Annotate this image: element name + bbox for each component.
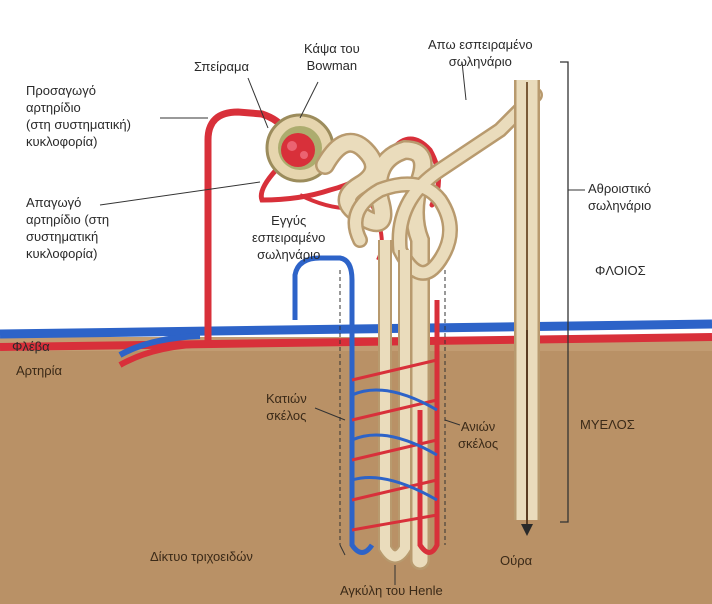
label-artery: Αρτηρία [16,362,62,379]
label-vein: Φλέβα [12,338,50,355]
label-ouro: Ούρα [500,552,532,569]
main-vein [0,324,712,334]
label-myelos: ΜΥΕΛΟΣ [580,416,635,433]
medulla-region [0,337,712,604]
glomerulus [281,133,315,167]
label-floios: ΦΛΟΙΟΣ [595,262,646,279]
label-agkyli: Αγκύλη του Henle [340,582,443,599]
label-spirama: Σπείραμα [194,58,249,75]
label-diktyo: Δίκτυο τριχοειδών [150,548,253,565]
